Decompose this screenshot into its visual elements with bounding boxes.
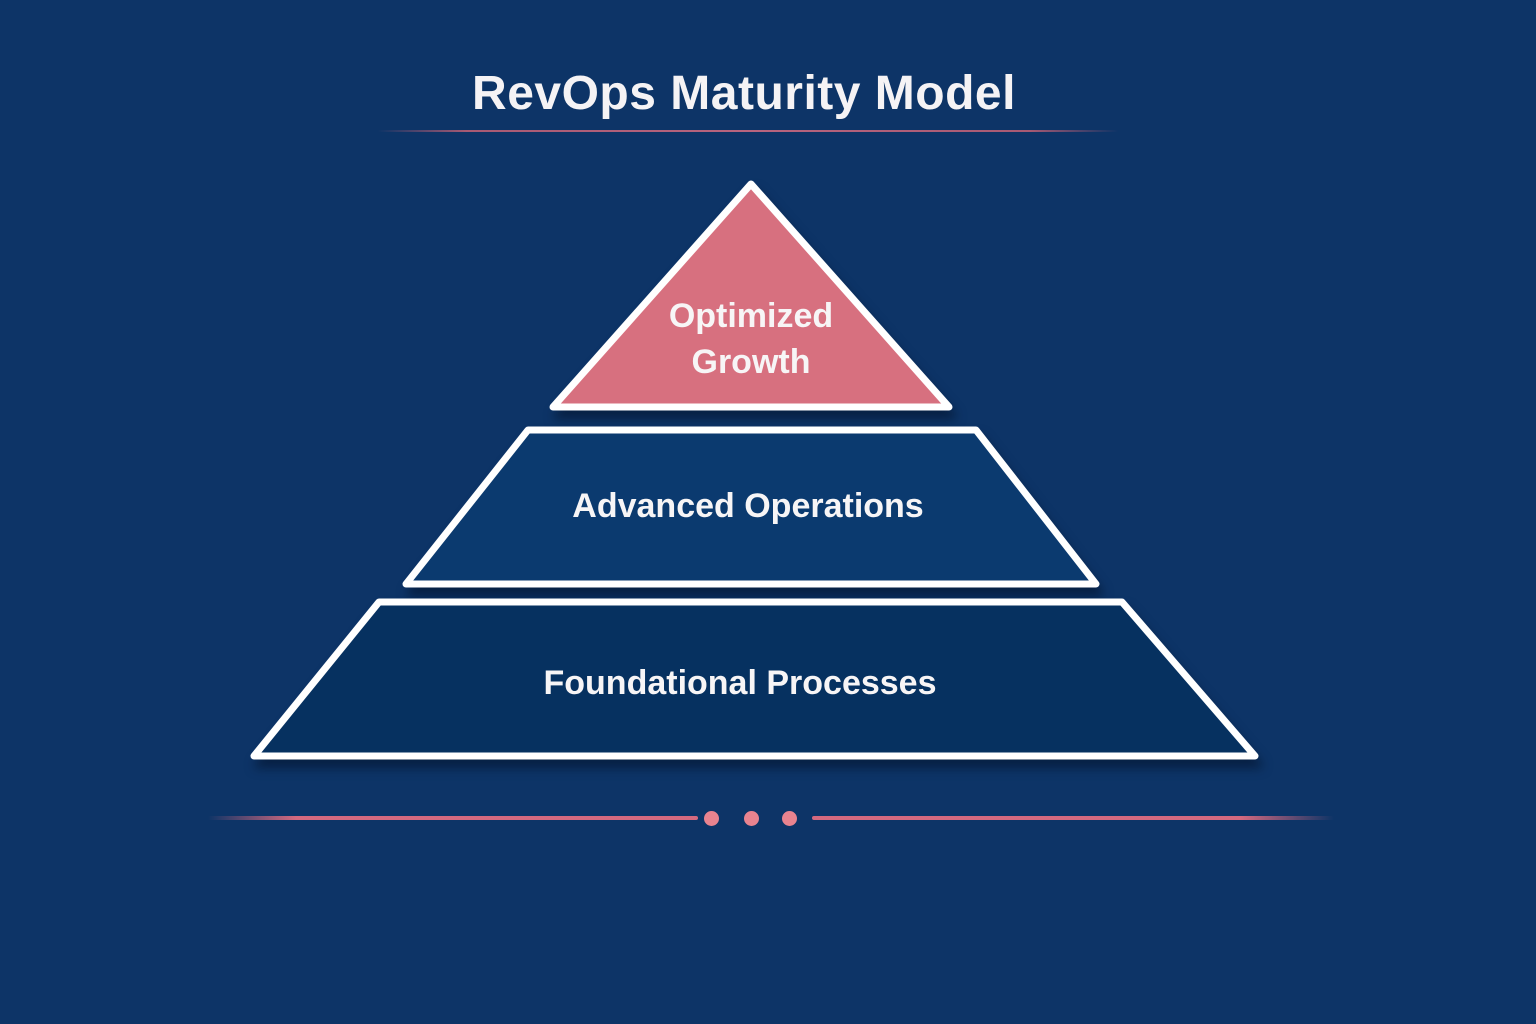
- tier-label-foundational-processes: Foundational Processes: [543, 664, 937, 703]
- tier-label-optimized-growth: Optimized Growth: [668, 297, 834, 381]
- pyramid-tier-foundational-processes: [250, 598, 1259, 760]
- title-underline: [378, 130, 1118, 132]
- pyramid-tier-optimized-growth: [549, 180, 953, 411]
- tier-label-advanced-operations: Advanced Operations: [572, 487, 924, 526]
- pyramid-tier-advanced-operations: [402, 426, 1100, 588]
- page-title: RevOps Maturity Model: [472, 67, 1016, 120]
